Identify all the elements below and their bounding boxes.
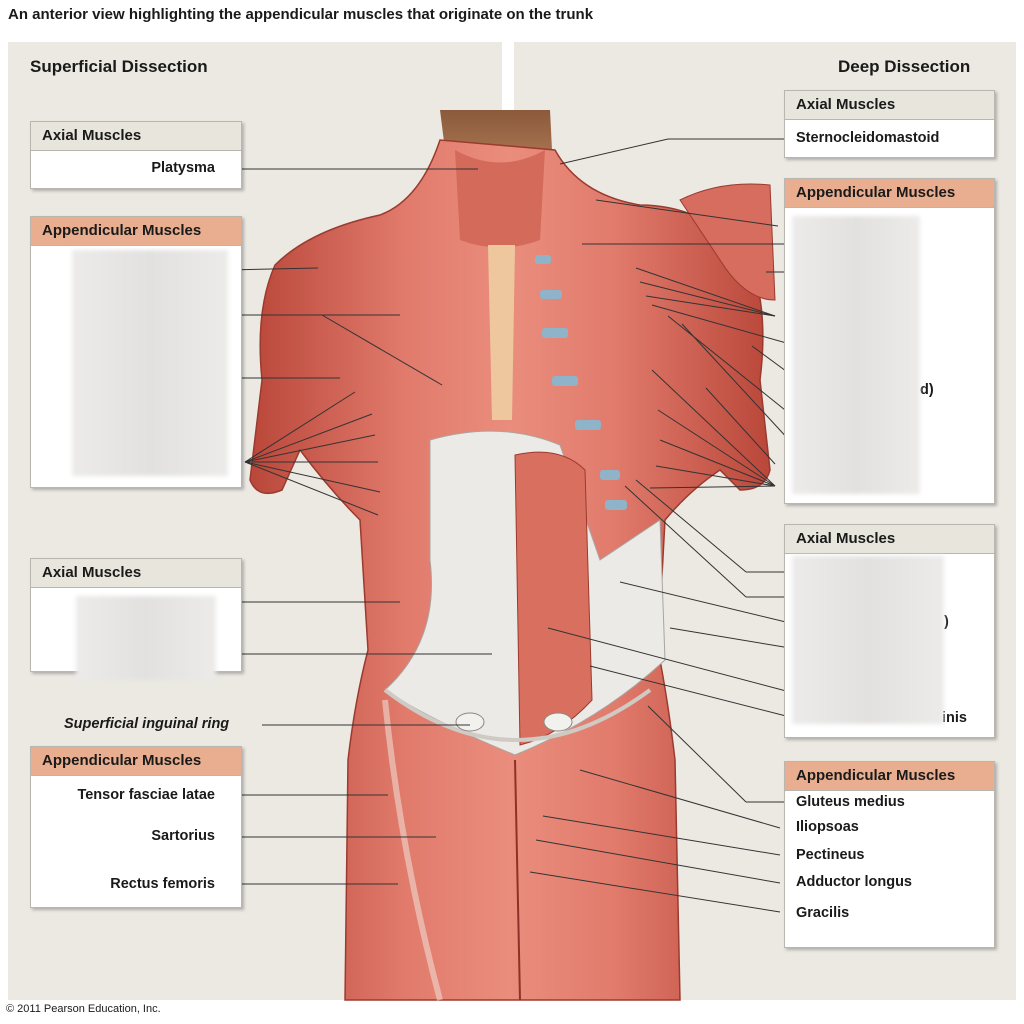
partial-label-right-2: ) <box>944 614 949 630</box>
sternum-shape <box>488 245 515 420</box>
label-tensor-fasciae-latae: Tensor fasciae latae <box>77 787 215 803</box>
right-axial-header-1: Axial Muscles <box>785 91 994 120</box>
label-gracilis: Gracilis <box>796 905 850 921</box>
inguinal-ring-right <box>543 712 573 732</box>
label-adductor-longus: Adductor longus <box>796 874 912 890</box>
label-rectus-femoris: Rectus femoris <box>110 876 215 892</box>
label-sartorius: Sartorius <box>151 828 215 844</box>
left-appendicular-box-2: Appendicular Muscles <box>30 746 242 908</box>
hidden-labels-left-2 <box>76 596 216 680</box>
right-appendicular-header-1: Appendicular Muscles <box>785 179 994 208</box>
inguinal-ligament <box>383 688 652 742</box>
leader-lines <box>222 138 791 913</box>
deep-arm-shape <box>679 183 776 301</box>
rectus-abdominis-shape <box>514 451 593 746</box>
sartorius-shape <box>382 699 443 1001</box>
copyright: © 2011 Pearson Education, Inc. <box>6 1003 161 1015</box>
partial-label-right-3: inis <box>942 710 967 726</box>
right-appendicular-box-2: Appendicular Muscles <box>784 761 995 948</box>
rib-cartilages <box>535 255 627 510</box>
figure-title: An anterior view highlighting the append… <box>8 6 594 23</box>
label-gluteus-medius: Gluteus medius <box>796 794 905 810</box>
hidden-labels-right-2 <box>792 556 944 724</box>
left-appendicular-header-2: Appendicular Muscles <box>31 747 241 776</box>
left-axial-header-1: Axial Muscles <box>31 122 241 151</box>
left-appendicular-header-1: Appendicular Muscles <box>31 217 241 246</box>
deep-heading: Deep Dissection <box>838 57 971 76</box>
left-axial-header-2: Axial Muscles <box>31 559 241 588</box>
left-axial-box-1: Axial Muscles <box>30 121 242 189</box>
partial-label-right-1: d) <box>920 382 934 398</box>
label-platysma: Platysma <box>151 160 215 176</box>
hidden-labels-right-1 <box>792 216 920 494</box>
label-sternocleidomastoid: Sternocleidomastoid <box>796 130 940 146</box>
hidden-labels-left-1 <box>72 250 228 476</box>
right-axial-box-1: Axial Muscles <box>784 90 995 158</box>
label-superficial-inguinal-ring: Superficial inguinal ring <box>64 716 230 732</box>
right-axial-header-2: Axial Muscles <box>785 525 994 554</box>
superficial-heading: Superficial Dissection <box>30 57 208 76</box>
label-iliopsoas: Iliopsoas <box>796 819 859 835</box>
thigh-divider <box>514 759 521 1001</box>
label-pectineus: Pectineus <box>796 847 865 863</box>
neck-shape <box>455 150 545 248</box>
inguinal-ring-left <box>455 712 485 732</box>
right-appendicular-header-2: Appendicular Muscles <box>785 762 994 791</box>
